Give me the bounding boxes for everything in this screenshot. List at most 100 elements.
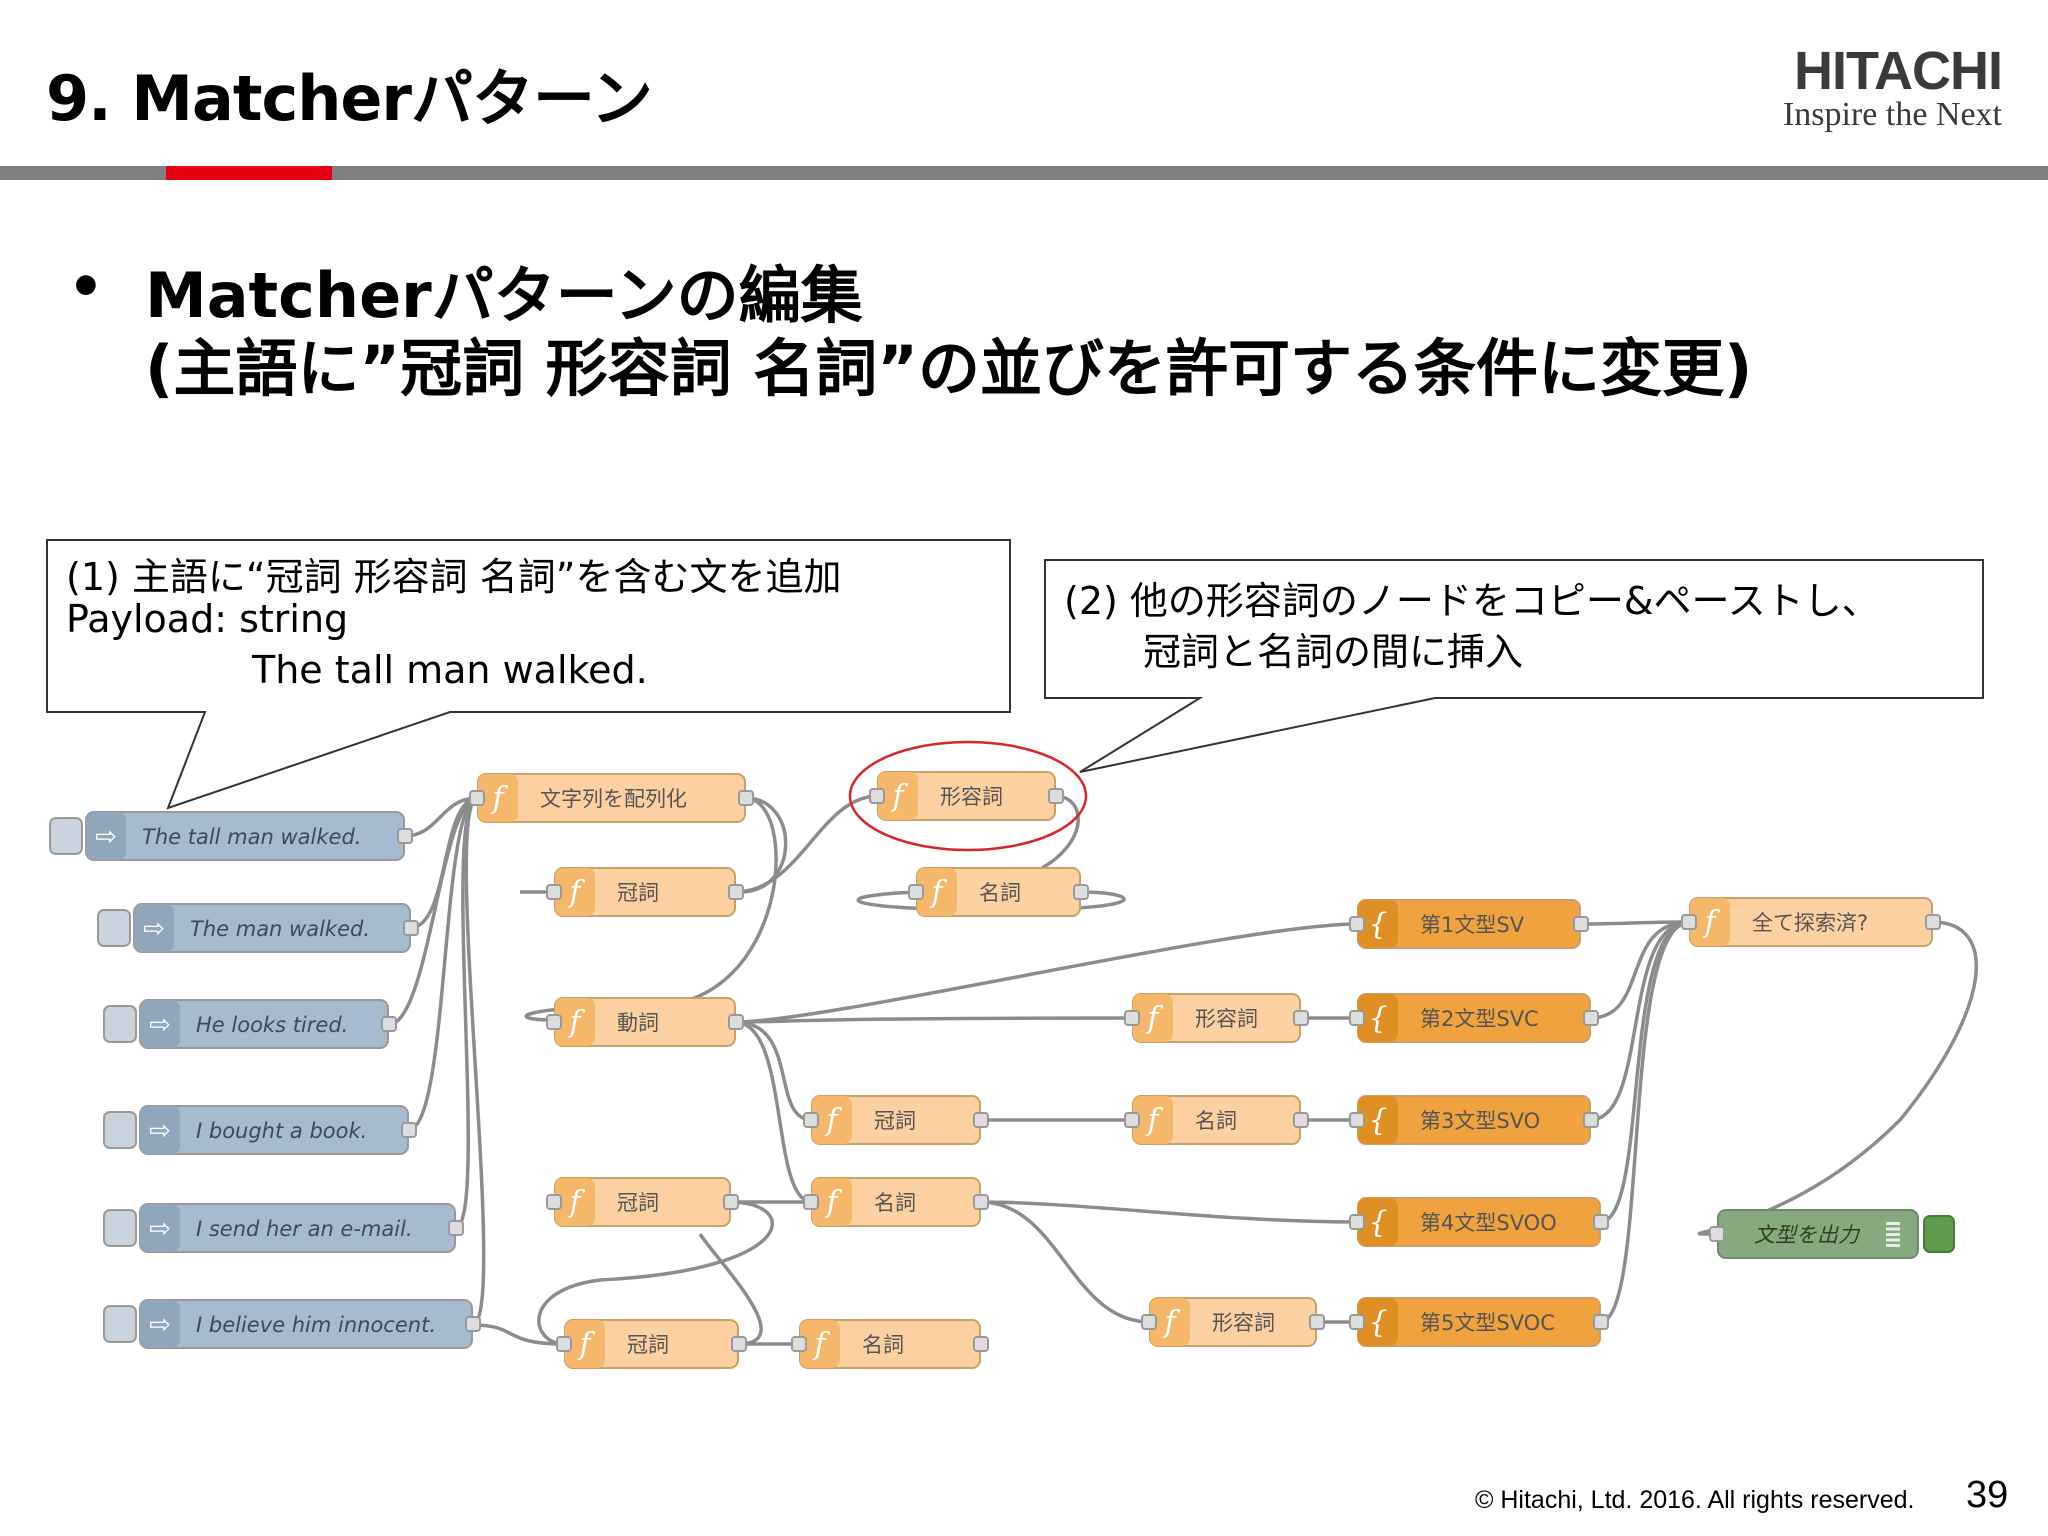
input-port[interactable] (546, 1014, 562, 1030)
input-port[interactable] (869, 788, 885, 804)
template-node-t3[interactable]: {第3文型SVO (1349, 1095, 1599, 1145)
wire (471, 1323, 566, 1346)
node-label: 名詞 (1195, 1109, 1237, 1133)
wire (734, 794, 879, 894)
inject-node-in2[interactable]: ⇨The man walked. (97, 903, 419, 953)
output-port[interactable] (728, 884, 744, 900)
inject-node-in1[interactable]: ⇨The tall man walked. (49, 811, 413, 861)
debug-toggle-button[interactable] (1923, 1215, 1955, 1253)
arrow-right-icon: ⇨ (149, 1116, 171, 1146)
arrow-right-icon (86, 812, 126, 860)
debug-node-out[interactable]: 文型を出力 (1709, 1209, 1955, 1259)
output-port[interactable] (731, 1336, 747, 1352)
input-port[interactable] (469, 790, 485, 806)
input-port[interactable] (546, 1194, 562, 1210)
input-port[interactable] (556, 1336, 572, 1352)
arrow-right-icon (140, 1000, 180, 1048)
heading-line-1: Matcherパターンの編集 (145, 259, 863, 332)
input-port[interactable] (1349, 916, 1365, 932)
output-port[interactable] (1583, 1112, 1599, 1128)
output-port[interactable] (723, 1194, 739, 1210)
inject-button[interactable] (103, 1111, 137, 1149)
hitachi-logo: HITACHI Inspire the Next (1700, 40, 2010, 140)
callout-1-line-2: Payload: string (66, 597, 349, 641)
output-port[interactable] (1293, 1112, 1309, 1128)
output-port[interactable] (401, 1122, 417, 1138)
input-port[interactable] (1349, 1214, 1365, 1230)
input-port[interactable] (1124, 1112, 1140, 1128)
output-port[interactable] (397, 828, 413, 844)
inject-node-label: I believe him innocent. (196, 1313, 436, 1337)
output-port[interactable] (728, 1014, 744, 1030)
logo-wordmark: HITACHI (1794, 41, 2003, 101)
input-port[interactable] (803, 1194, 819, 1210)
node-label: 冠詞 (874, 1109, 916, 1133)
template-node-t1[interactable]: {第1文型SV (1349, 899, 1589, 949)
input-port[interactable] (546, 884, 562, 900)
node-label: 動詞 (617, 1011, 659, 1035)
inject-button[interactable] (49, 817, 83, 855)
output-port[interactable] (1593, 1214, 1609, 1230)
input-port[interactable] (1681, 914, 1697, 930)
template-node-t5[interactable]: {第5文型SVOC (1349, 1297, 1609, 1347)
output-port[interactable] (1573, 916, 1589, 932)
inject-button[interactable] (103, 1209, 137, 1247)
output-port[interactable] (448, 1220, 464, 1236)
inject-button[interactable] (103, 1005, 137, 1043)
template-node-t4[interactable]: {第4文型SVOO (1349, 1197, 1609, 1247)
output-port[interactable] (738, 790, 754, 806)
function-f-icon (800, 1320, 840, 1368)
wire (734, 1016, 1134, 1024)
input-port[interactable] (1124, 1010, 1140, 1026)
output-port[interactable] (465, 1316, 481, 1332)
output-port[interactable] (1048, 788, 1064, 804)
input-port[interactable] (1349, 1314, 1365, 1330)
output-port[interactable] (973, 1336, 989, 1352)
template-node-t2[interactable]: {第2文型SVC (1349, 993, 1599, 1043)
output-port[interactable] (403, 920, 419, 936)
inject-node-label: He looks tired. (196, 1013, 348, 1037)
input-port[interactable] (908, 884, 924, 900)
output-port[interactable] (1293, 1010, 1309, 1026)
output-port[interactable] (1583, 1010, 1599, 1026)
output-port[interactable] (1925, 914, 1941, 930)
inject-button[interactable] (103, 1305, 137, 1343)
output-port[interactable] (1073, 884, 1089, 900)
wire (464, 796, 486, 1327)
inject-node-in4[interactable]: ⇨I bought a book. (103, 1105, 417, 1155)
inject-node-in5[interactable]: ⇨I send her an e-mail. (103, 1203, 464, 1253)
input-port[interactable] (803, 1112, 819, 1128)
input-port[interactable] (1709, 1226, 1725, 1242)
output-port[interactable] (1309, 1314, 1325, 1330)
arrow-right-icon: ⇨ (149, 1310, 171, 1340)
inject-button[interactable] (97, 909, 131, 947)
copyright: © Hitachi, Ltd. 2016. All rights reserve… (1475, 1486, 1915, 1514)
output-port[interactable] (381, 1016, 397, 1032)
inject-node-label: The man walked. (190, 917, 370, 941)
input-port[interactable] (1141, 1314, 1157, 1330)
input-port[interactable] (1349, 1112, 1365, 1128)
node-label: 形容詞 (1195, 1007, 1258, 1031)
node-label: 文型を出力 (1754, 1223, 1861, 1247)
output-port[interactable] (973, 1112, 989, 1128)
input-port[interactable] (1349, 1010, 1365, 1026)
output-port[interactable] (1593, 1314, 1609, 1330)
input-port[interactable] (791, 1336, 807, 1352)
inject-node-in3[interactable]: ⇨He looks tired. (103, 999, 397, 1049)
inject-node-in6[interactable]: ⇨ I believe him innocent. (103, 1299, 481, 1349)
output-port[interactable] (973, 1194, 989, 1210)
